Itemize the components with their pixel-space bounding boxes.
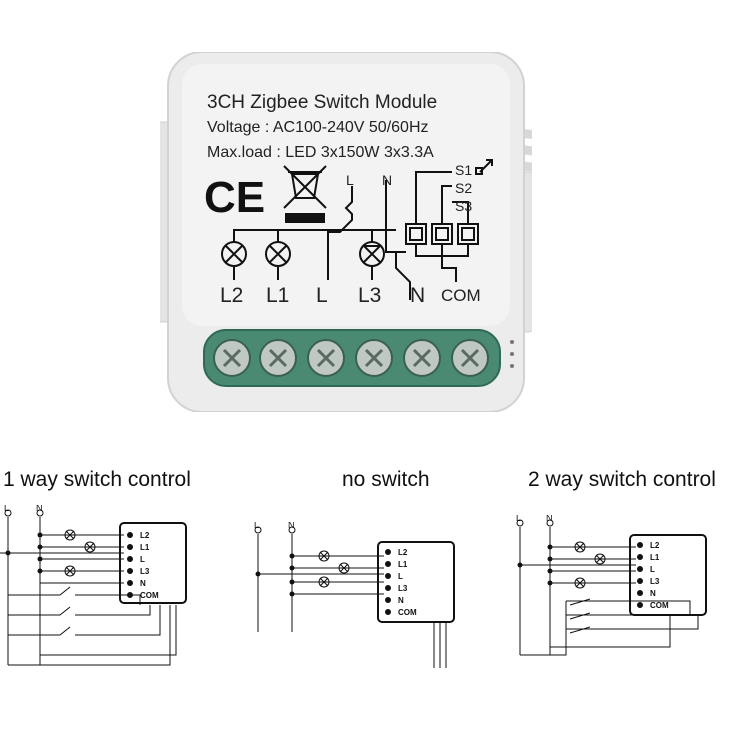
diag2-term-com: COM	[398, 608, 417, 617]
diag1-term-l3: L3	[140, 567, 150, 576]
terminal-label-l3: L3	[358, 284, 382, 307]
ce-mark: CE	[204, 173, 265, 222]
module-schematic	[221, 159, 493, 300]
weee-bin-icon	[283, 165, 327, 223]
diag2-term-l: L	[398, 572, 403, 581]
diag3-term-com: COM	[650, 601, 669, 610]
diag1-term-n: N	[140, 579, 146, 588]
terminal-label-l: L	[316, 284, 328, 307]
switch-label-s1: S1	[455, 162, 473, 178]
diag2-term-n: N	[398, 596, 404, 605]
switch-label-s2: S2	[455, 180, 473, 196]
diag3-term-l: L	[650, 565, 655, 574]
diag2-term-l2: L2	[398, 548, 408, 557]
terminal-screws	[213, 339, 489, 377]
module-top-label-l: L	[346, 172, 354, 188]
diag1-term-l1: L1	[140, 543, 150, 552]
diagram-one-way: L N L2 L1 L L3 N COM	[0, 505, 187, 666]
diag1-term-l: L	[140, 555, 145, 564]
diag3-l-label: L	[516, 515, 521, 523]
switch-label-s3: S3	[455, 198, 473, 214]
caption-one-way: 1 way switch control	[3, 468, 191, 491]
diag2-term-l1: L1	[398, 560, 408, 569]
diagram-no-switch: L N L2 L1 L L3 N COM	[254, 522, 455, 668]
terminal-label-l2: L2	[220, 284, 244, 307]
diag3-term-l1: L1	[650, 553, 660, 562]
diag2-term-l3: L3	[398, 584, 408, 593]
diag1-n-label: N	[36, 505, 43, 513]
diagram-two-way: L N L2 L1 L L3 N COM	[516, 515, 707, 656]
terminal-label-com: COM	[441, 286, 481, 305]
diag2-l-label: L	[254, 522, 259, 530]
module-maxload: Max.load : LED 3x150W 3x3.3A	[207, 144, 434, 161]
diag1-l-label: L	[4, 505, 9, 513]
module-illustration: CE	[160, 52, 532, 412]
diag3-term-l2: L2	[650, 541, 660, 550]
module-top-label-n: N	[382, 172, 393, 188]
caption-two-way: 2 way switch control	[528, 468, 716, 491]
module-title: 3CH Zigbee Switch Module	[207, 92, 438, 113]
diag2-n-label: N	[288, 522, 295, 530]
diag3-term-n: N	[650, 589, 656, 598]
diag1-term-l2: L2	[140, 531, 150, 540]
diag3-term-l3: L3	[650, 577, 660, 586]
diag3-n-label: N	[546, 515, 553, 523]
module-voltage: Voltage : AC100-240V 50/60Hz	[207, 119, 429, 136]
diag1-term-com: COM	[140, 591, 159, 600]
caption-no-switch: no switch	[342, 468, 430, 491]
terminal-label-n: N	[410, 284, 426, 307]
terminal-label-l1: L1	[266, 284, 290, 307]
